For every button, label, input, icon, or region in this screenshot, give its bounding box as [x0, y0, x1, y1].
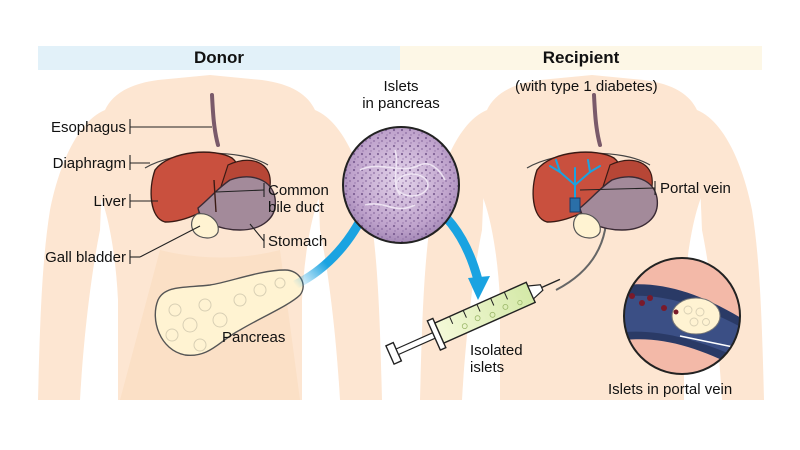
stomach-label: Stomach: [268, 233, 328, 250]
recipient-title: Recipient: [542, 48, 620, 67]
syringe-icon: [385, 278, 561, 366]
gall-bladder-label: Gall bladder: [45, 249, 126, 266]
islets-in-pancreas-label: Islets in pancreas: [350, 78, 452, 112]
donor-leader-lines: [129, 119, 265, 264]
esophagus-label: Esophagus: [50, 119, 126, 136]
donor-title: Donor: [193, 48, 245, 67]
portal-vein-branches: [549, 159, 601, 201]
common-bile-duct-line2: bile duct: [268, 199, 324, 216]
isolated-islets-label: Isolated islets: [470, 342, 523, 376]
islets-title-line2: in pancreas: [362, 95, 440, 112]
donor-banner: Donor: [38, 46, 400, 70]
isolated-line1: Isolated: [470, 342, 523, 359]
curved-arrow-head: [468, 276, 490, 300]
portal-vein-label: Portal vein: [660, 180, 731, 197]
isolated-line2: islets: [470, 359, 505, 376]
subtitle-type1: (with type 1 diabetes): [515, 78, 658, 95]
recipient-organs: [526, 93, 658, 239]
diaphragm-label: Diaphragm: [52, 155, 126, 172]
islets-in-portal-vein-label: Islets in portal vein: [608, 381, 733, 398]
esophagus-shape: [210, 93, 220, 147]
pancreas-label: Pancreas: [222, 329, 286, 346]
common-bile-duct-label: Common bile duct: [268, 182, 329, 216]
portal-vein-zoom: [623, 257, 741, 375]
liver-label: Liver: [93, 193, 126, 210]
islets-title-line1: Islets: [383, 78, 419, 95]
gall-bladder-shape: [191, 213, 219, 239]
islet-tissue-circle: [342, 126, 460, 244]
common-bile-duct-line1: Common: [268, 182, 329, 199]
recipient-banner: Recipient: [400, 46, 762, 70]
